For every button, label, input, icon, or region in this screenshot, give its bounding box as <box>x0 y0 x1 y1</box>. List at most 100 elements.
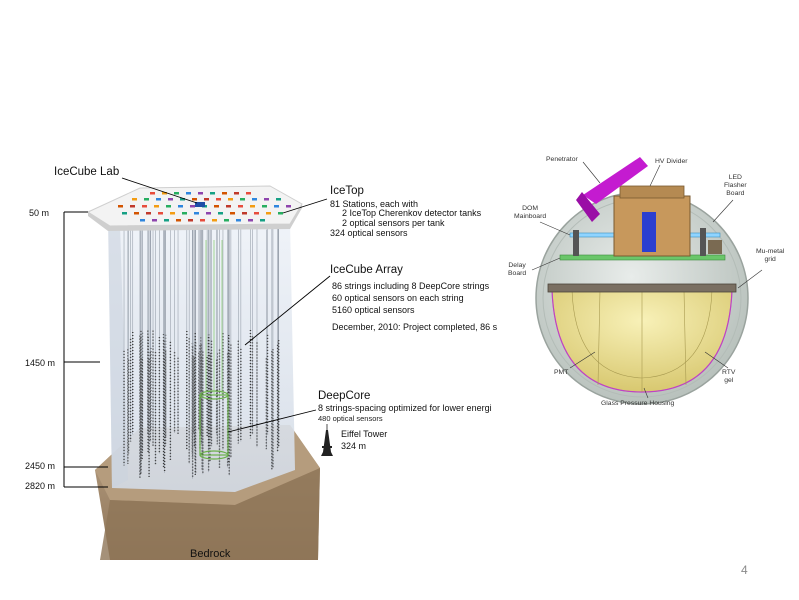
icetop-station <box>240 198 245 201</box>
icetop-line-1: 81 Stations, each with <box>330 199 419 209</box>
led-flasher-label: LED Flasher Board <box>724 174 747 197</box>
eiffel-tower-height: 324 m <box>341 441 367 451</box>
icetop-station <box>186 192 191 195</box>
icetop-station <box>218 212 223 215</box>
hv-divider-label: HV Divider <box>655 158 688 165</box>
icetop-station <box>222 192 227 195</box>
depth-2820m: 2820 m <box>25 481 56 491</box>
icecube-array-line-2: 60 optical sensors on each string <box>332 293 464 303</box>
icetop-station <box>142 205 147 208</box>
rtv-gel-label: RTV gel <box>722 369 736 384</box>
icetop-station <box>156 198 161 201</box>
depth-2450m: 2450 m <box>25 461 56 471</box>
page-number: 4 <box>741 563 748 577</box>
icecube-lab-building <box>195 202 205 207</box>
penetrator-label: Penetrator <box>546 156 578 163</box>
icetop-station <box>216 198 221 201</box>
icetop-station <box>228 198 233 201</box>
icetop-station <box>248 219 253 222</box>
icetop-station <box>212 219 217 222</box>
hv-divider-core <box>642 212 656 252</box>
icecube-array-title: IceCube Array <box>330 264 403 276</box>
icetop-station <box>210 192 215 195</box>
deepcore-title: DeepCore <box>318 390 371 402</box>
icetop-station <box>238 205 243 208</box>
icetop-station <box>286 205 291 208</box>
icetop-station <box>200 219 205 222</box>
deepcore-line-2: 480 optical sensors <box>318 414 383 423</box>
icetop-station <box>250 205 255 208</box>
eiffel-tower-icon <box>321 424 333 456</box>
icetop-station <box>164 219 169 222</box>
icetop-station <box>178 205 183 208</box>
icetop-line-2: 2 IceTop Cherenkov detector tanks <box>342 208 482 218</box>
icetop-station <box>192 198 197 201</box>
icetop-station <box>206 212 211 215</box>
project-completed-note: December, 2010: Project completed, 86 s <box>332 322 498 332</box>
icetop-station <box>278 212 283 215</box>
icetop-station <box>166 205 171 208</box>
icetop-surface <box>86 185 303 231</box>
icetop-station <box>246 192 251 195</box>
icetop-stations <box>118 192 291 222</box>
penetrator-connector <box>583 157 648 204</box>
icetop-station <box>170 212 175 215</box>
glass-housing-label: Glass Pressure Housing <box>601 400 675 407</box>
icetop-station <box>266 212 271 215</box>
icetop-station <box>274 205 279 208</box>
icetop-station <box>182 212 187 215</box>
icetop-station <box>174 192 179 195</box>
icecube-array-line-1: 86 strings including 8 DeepCore strings <box>332 281 490 291</box>
icetop-station <box>254 212 259 215</box>
icetop-station <box>204 198 209 201</box>
icetop-station <box>198 192 203 195</box>
mu-metal-grid <box>547 283 737 293</box>
icetop-station <box>264 198 269 201</box>
icetop-line-3: 2 optical sensors per tank <box>342 218 445 228</box>
mu-metal-grid-label: Mu-metal grid <box>756 248 785 263</box>
icetop-station <box>162 192 167 195</box>
pmt-label: PMT <box>554 369 569 376</box>
leader-lines <box>121 177 331 433</box>
icetop-station <box>230 212 235 215</box>
icetop-station <box>158 212 163 215</box>
icetop-station <box>224 219 229 222</box>
icetop-station <box>152 219 157 222</box>
icetop-station <box>154 205 159 208</box>
icetop-station <box>252 198 257 201</box>
depth-1450m: 1450 m <box>25 358 56 368</box>
icetop-station <box>234 192 239 195</box>
icetop-station <box>180 198 185 201</box>
depth-50m: 50 m <box>29 208 50 218</box>
icetop-line-4: 324 optical sensors <box>330 228 408 238</box>
icetop-station <box>190 205 195 208</box>
icetop-station <box>118 205 123 208</box>
icetop-station <box>242 212 247 215</box>
icetop-station <box>188 219 193 222</box>
icetop-station <box>146 212 151 215</box>
icetop-station <box>150 192 155 195</box>
deepcore-line-1: 8 strings-spacing optimized for lower en… <box>318 403 492 413</box>
delay-board-label: Delay Board <box>508 262 527 277</box>
eiffel-tower-title: Eiffel Tower <box>341 429 388 439</box>
depth-scale <box>63 211 108 488</box>
icetop-station <box>236 219 241 222</box>
icetop-station <box>144 198 149 201</box>
icetop-station <box>176 219 181 222</box>
dom-mainboard-label: DOM Mainboard <box>514 205 547 220</box>
icetop-station <box>260 219 265 222</box>
icetop-station <box>276 198 281 201</box>
bedrock-label: Bedrock <box>190 548 231 560</box>
icetop-station <box>214 205 219 208</box>
dom-diagram <box>531 157 763 405</box>
icecube-lab-label: IceCube Lab <box>54 166 120 178</box>
icetop-station <box>140 219 145 222</box>
icetop-station <box>122 212 127 215</box>
icetop-station <box>194 212 199 215</box>
icetop-station <box>130 205 135 208</box>
icetop-station <box>226 205 231 208</box>
deepcore-cylinder <box>199 240 229 460</box>
icetop-station <box>132 198 137 201</box>
